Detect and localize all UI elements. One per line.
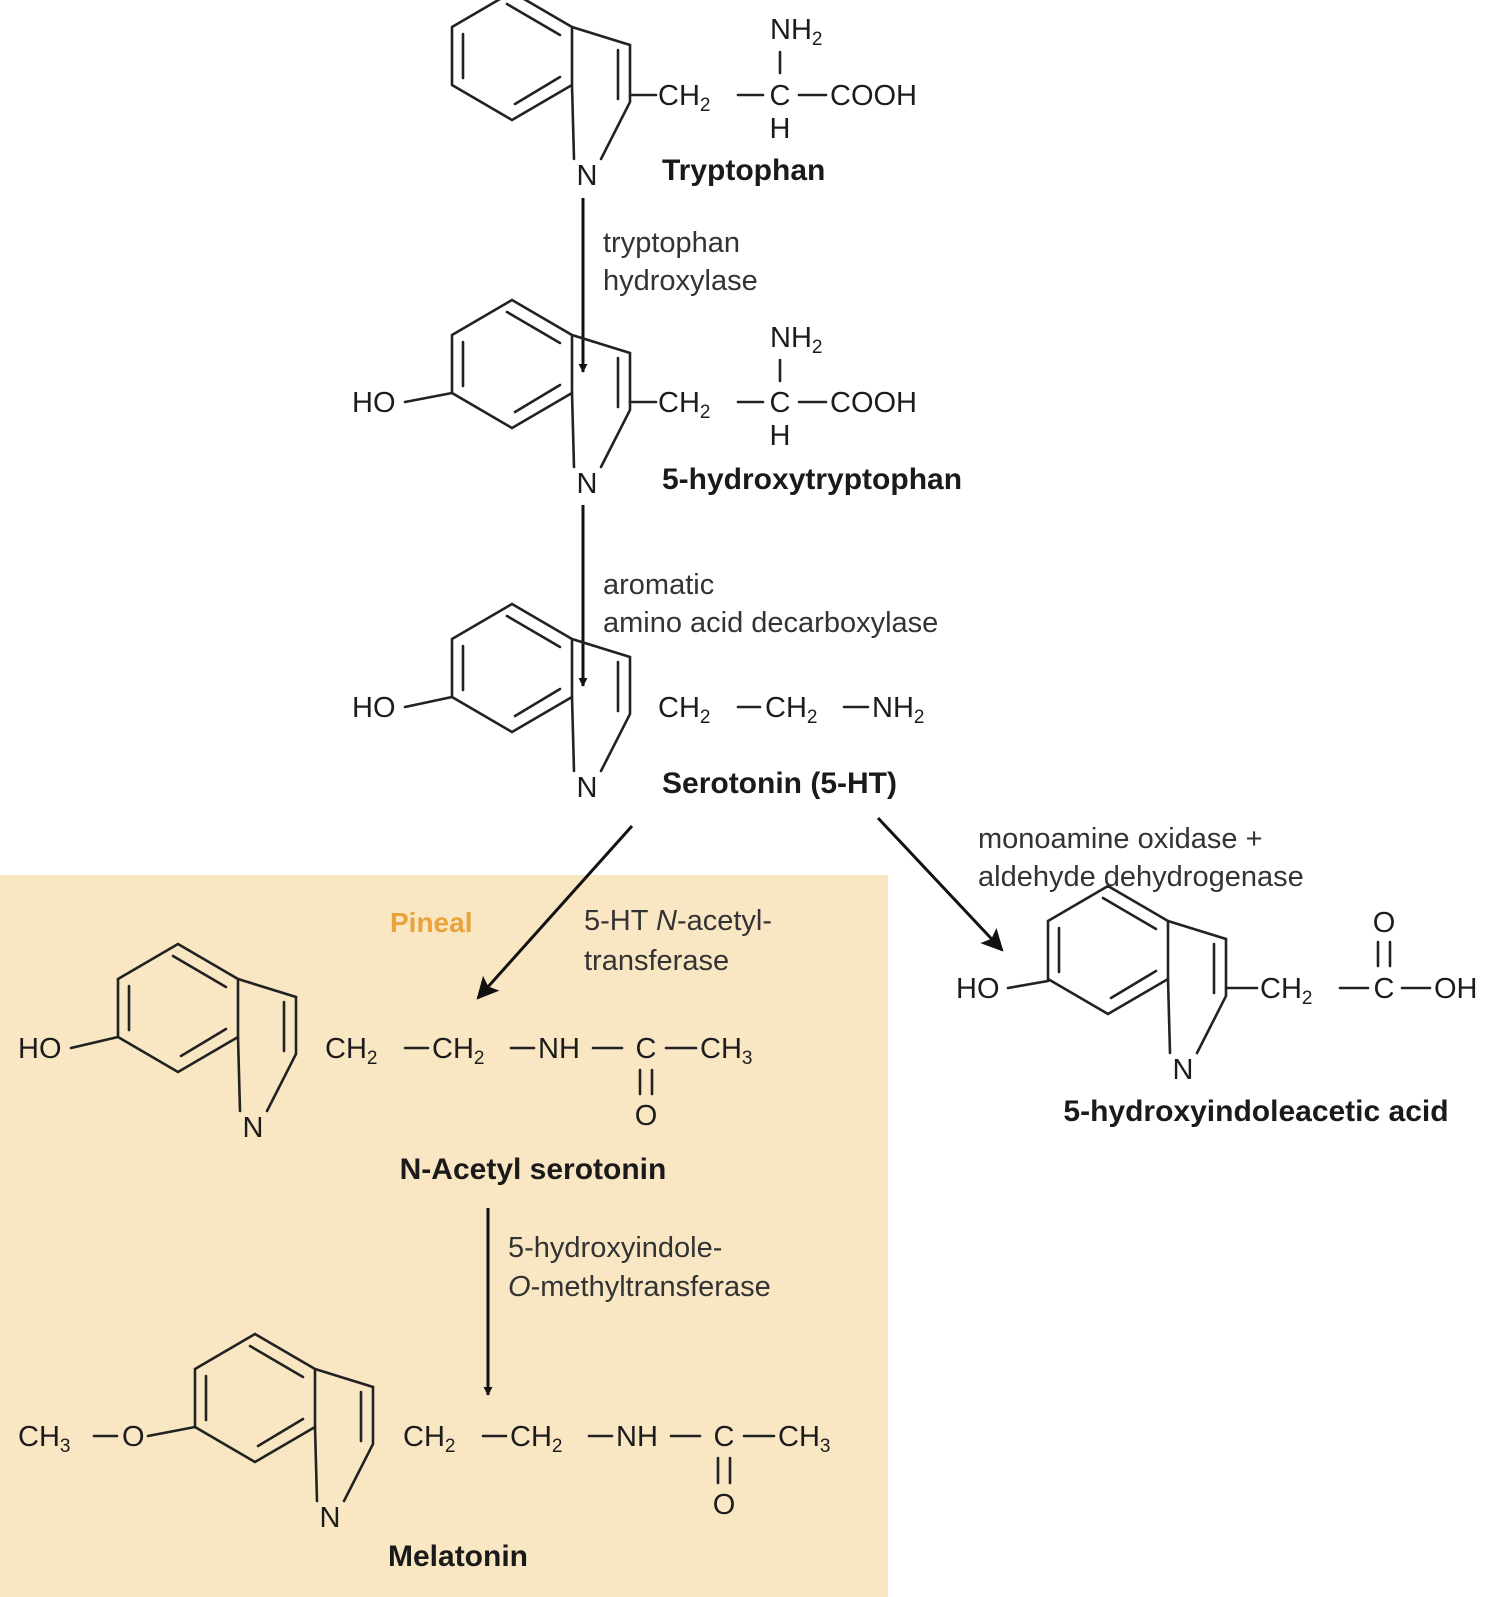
pineal-label: Pineal [390, 907, 472, 938]
ring-nitrogen-atom: N [1173, 1054, 1194, 1086]
ch2-group: CH2 [1260, 973, 1312, 1009]
enzyme-aadc-line2: amino acid decarboxylase [603, 607, 938, 639]
carbonyl-oxygen-atom: O [635, 1100, 658, 1132]
amino-group: NH2 [770, 322, 822, 358]
enzyme-tph-line2: hydroxylase [603, 265, 758, 297]
ch2-group: CH2 [432, 1033, 484, 1069]
ch2-group: CH2 [658, 692, 710, 728]
pineal-region [0, 875, 888, 1597]
hydroxyl-oh-group: OH [1434, 973, 1478, 1005]
tryptophan-structure: N CH2 C NH2 H COOH Tryptophan [450, 0, 917, 192]
reaction-arrow-aanat [476, 824, 634, 1000]
alpha-carbon-atom: C [770, 80, 791, 112]
5-hiaa-structure: N HO CH2 C O OH 5-hydroxyindoleacetic ac… [956, 884, 1478, 1128]
indole-ring [193, 1332, 375, 1503]
ch2-group: CH2 [510, 1421, 562, 1457]
indole-ring [450, 0, 632, 161]
serotonin-label: Serotonin (5-HT) [662, 767, 897, 800]
carbonyl-oxygen-atom: O [1373, 907, 1396, 939]
amino-group: NH2 [770, 14, 822, 50]
enzyme-aanat-line1: 5-HT N-acetyl- [584, 905, 772, 937]
carboxyl-group: COOH [830, 387, 917, 419]
carbonyl-oxygen-atom: O [713, 1489, 736, 1521]
amide-nh-group: NH [538, 1033, 580, 1065]
ring-nitrogen-atom: N [577, 160, 598, 192]
carboxyl-carbon-atom: C [1374, 973, 1395, 1005]
enzyme-tph-line1: tryptophan [603, 227, 740, 259]
carbonyl-carbon-atom: C [714, 1421, 735, 1453]
amide-nh-group: NH [616, 1421, 658, 1453]
methoxy-methyl-group: CH3 [18, 1421, 70, 1457]
enzyme-mao-line1: monoamine oxidase + [978, 823, 1263, 855]
ring-nitrogen-atom: N [320, 1502, 341, 1534]
hydroxyl-group: HO [956, 973, 1000, 1005]
reaction-arrow-mao [876, 816, 1004, 952]
5-hydroxytryptophan-label: 5-hydroxytryptophan [662, 463, 962, 496]
ether-oxygen-atom: O [122, 1421, 145, 1453]
methyl-group: CH3 [700, 1033, 752, 1069]
tryptophan-label: Tryptophan [662, 154, 825, 187]
hydroxyl-group: HO [18, 1033, 62, 1065]
hydrogen-atom: H [770, 113, 791, 145]
5-hydroxytryptophan-structure: N HO CH2 C NH2 H COOH 5-hydroxytryptopha… [352, 298, 962, 500]
enzyme-hiomt-line2: O-methyltransferase [508, 1271, 771, 1303]
ring-nitrogen-atom: N [243, 1112, 264, 1144]
alpha-carbon-atom: C [770, 387, 791, 419]
indole-ring [116, 942, 298, 1113]
ch2-group: CH2 [658, 387, 710, 423]
amine-group: NH2 [872, 692, 924, 728]
hydroxyl-group: HO [352, 692, 396, 724]
ch2-group: CH2 [765, 692, 817, 728]
enzyme-aanat-line2: transferase [584, 945, 729, 977]
melatonin-label: Melatonin [388, 1540, 528, 1573]
carboxyl-group: COOH [830, 80, 917, 112]
hydrogen-atom: H [770, 420, 791, 452]
indole-ring [1046, 884, 1228, 1055]
ch2-group: CH2 [658, 80, 710, 116]
n-acetyl-serotonin-structure: N HO CH2 CH2 NH C O CH3 N-Acetyl seroton… [18, 942, 752, 1186]
carbonyl-carbon-atom: C [636, 1033, 657, 1065]
serotonin-structure: N HO CH2 CH2 NH2 Serotonin (5-HT) [352, 602, 924, 804]
enzyme-mao-line2: aldehyde dehydrogenase [978, 861, 1304, 893]
enzyme-aadc-line1: aromatic [603, 569, 714, 601]
ring-nitrogen-atom: N [577, 772, 598, 804]
ch2-group: CH2 [403, 1421, 455, 1457]
n-acetyl-serotonin-label: N-Acetyl serotonin [400, 1153, 667, 1186]
indole-ring [450, 298, 632, 469]
methyl-group: CH3 [778, 1421, 830, 1457]
ring-nitrogen-atom: N [577, 468, 598, 500]
enzyme-hiomt-line1: 5-hydroxyindole- [508, 1232, 722, 1264]
5-hiaa-label: 5-hydroxyindoleacetic acid [1063, 1095, 1448, 1128]
hydroxyl-group: HO [352, 387, 396, 419]
ch2-group: CH2 [325, 1033, 377, 1069]
melatonin-structure: N CH3 O CH2 CH2 NH C O CH3 Melatonin [18, 1332, 830, 1573]
